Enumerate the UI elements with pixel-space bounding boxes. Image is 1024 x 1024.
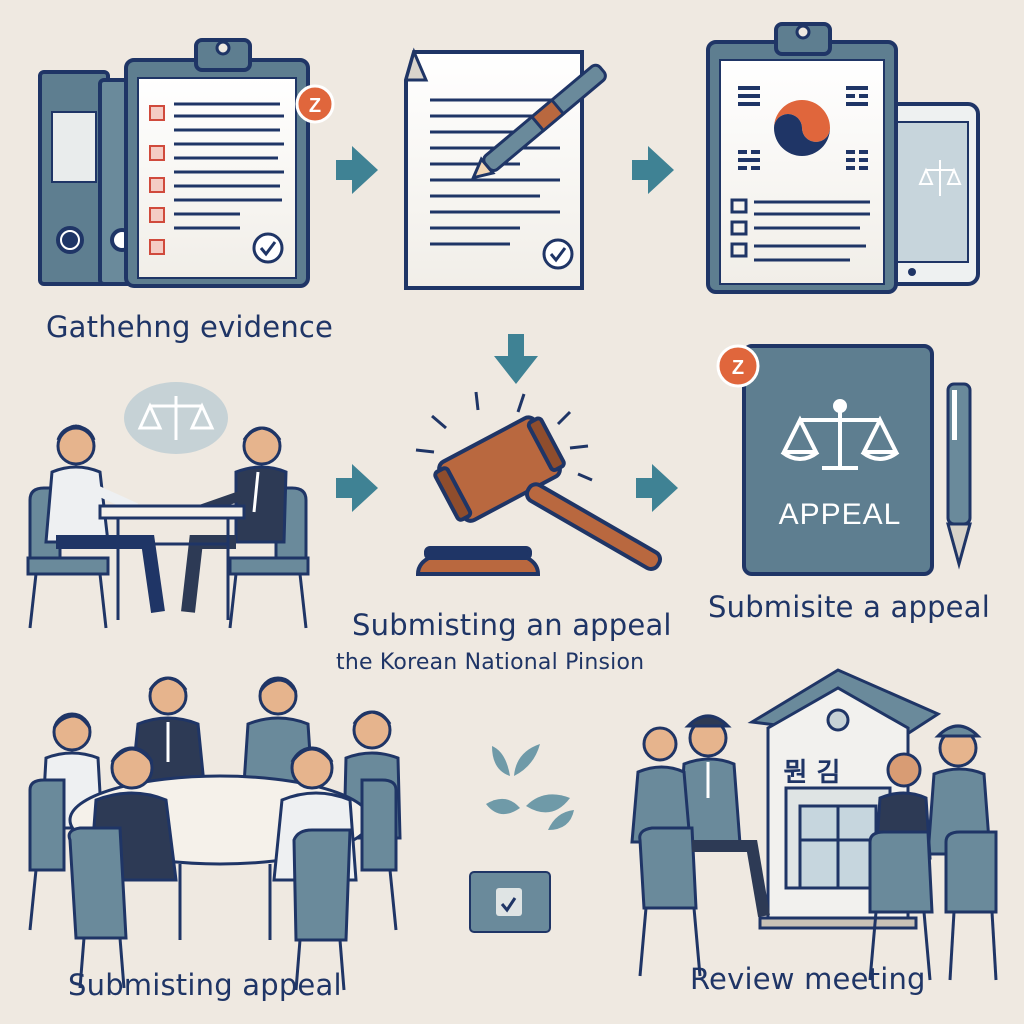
notification-badge: Z <box>295 84 335 124</box>
gavel-icon <box>415 391 663 576</box>
caption-gathering-evidence: Gathehng evidence <box>46 310 334 344</box>
arrow-down-icon <box>494 334 538 384</box>
tablet-scales-icon <box>874 102 980 286</box>
arrow-right-icon <box>336 464 378 512</box>
appeal-folder-label: APPEAL <box>778 498 902 531</box>
arrow-right-icon <box>636 464 678 512</box>
korean-flag-document-icon <box>706 22 898 294</box>
scales-of-justice-icon <box>124 382 228 454</box>
svg-text:Z: Z <box>309 95 321 117</box>
svg-text:Z: Z <box>732 357 744 379</box>
leaves-icon <box>486 744 574 830</box>
caption-submitting-appeal: Submisting an appeal <box>352 608 672 642</box>
meeting-scene <box>26 424 310 629</box>
review-panel-scene <box>630 714 998 981</box>
caption-submitting-appeal-bottom: Submisting appeal <box>68 968 342 1002</box>
caption-review-meeting: Review meeting <box>690 962 926 996</box>
notification-badge: Z <box>716 344 760 388</box>
checklist-document-icon <box>124 38 310 288</box>
arrow-right-icon <box>632 146 674 194</box>
pen-icon <box>946 382 972 570</box>
appeal-folder-icon <box>742 344 934 576</box>
group-meeting-scene <box>28 676 402 991</box>
arrow-right-icon <box>336 146 378 194</box>
caption-submit-appeal-right: Submisite a appeal <box>708 590 990 624</box>
pen-document-icon <box>404 47 607 290</box>
checkbox-card-icon <box>469 871 551 933</box>
building-sign: 뭔 김 <box>783 758 841 788</box>
caption-korean-national-pension: the Korean National Pinsion <box>336 650 645 675</box>
